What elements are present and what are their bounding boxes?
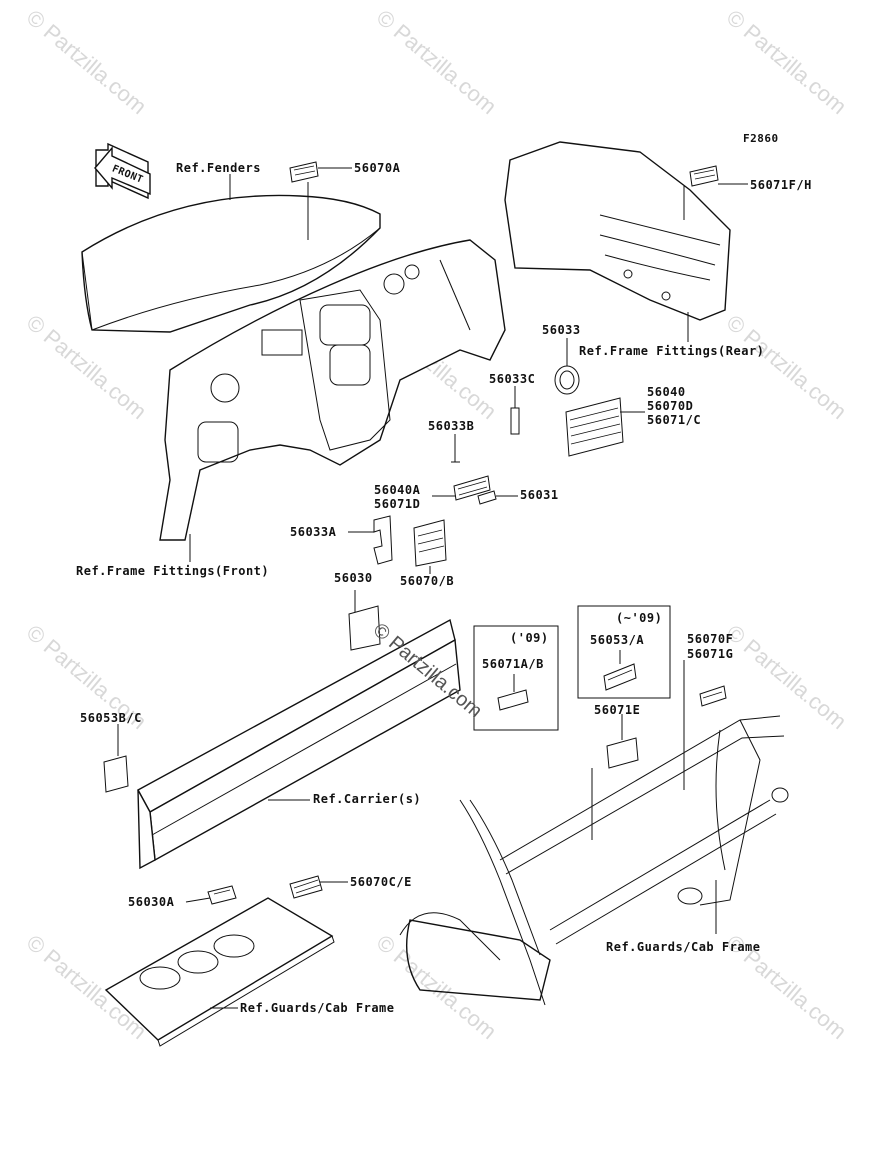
ref-fenders-label: Ref.Fenders	[176, 161, 261, 175]
part-label-56070CE: 56070C/E	[350, 875, 412, 889]
decal-56031	[477, 490, 497, 505]
part-labels: Ref.Fenders 56070A 56071F/H Ref.Frame Fi…	[76, 161, 812, 1015]
leader-lines	[117, 167, 748, 1009]
figure-code: F2860	[743, 132, 779, 145]
part-label-56070F: 56070F	[687, 632, 733, 646]
part-label-56033C: 56033C	[489, 372, 535, 386]
ref-guards-bottom-label: Ref.Guards/Cab Frame	[240, 1001, 395, 1015]
decal-56070CE	[289, 875, 323, 899]
part-label-56070D: 56070D	[647, 399, 693, 413]
decal-56040A	[453, 475, 491, 501]
part-label-56033B: 56033B	[428, 419, 474, 433]
ref-carrier-label: Ref.Carrier(s)	[313, 792, 421, 806]
decal-56070A	[289, 161, 319, 183]
part-label-56033: 56033	[542, 323, 581, 337]
rear-frame-panel	[504, 141, 731, 321]
decal-56070F	[699, 685, 727, 707]
decal-56053A	[603, 663, 637, 691]
decal-56033C	[510, 407, 520, 435]
watermark: © Partzilla.com	[372, 5, 502, 119]
part-label-56053BC: 56053B/C	[80, 711, 142, 725]
ref-guards-right-label: Ref.Guards/Cab Frame	[606, 940, 761, 954]
part-label-56030: 56030	[334, 571, 373, 585]
decal-56030A	[207, 885, 237, 905]
cab-frame	[399, 715, 789, 1006]
year-note-09: ('09)	[510, 631, 549, 645]
part-label-56031: 56031	[520, 488, 559, 502]
watermark: © Partzilla.com	[722, 620, 852, 734]
watermark: © Partzilla.com	[22, 5, 152, 119]
part-label-56071C: 56071/C	[647, 413, 701, 427]
decal-56071E	[606, 737, 639, 769]
decal-56033A	[373, 515, 393, 565]
dashboard-panel	[159, 239, 506, 541]
part-label-56071D: 56071D	[374, 497, 420, 511]
part-label-56040A: 56040A	[374, 483, 421, 497]
decal-56070B	[413, 519, 447, 567]
part-label-56071E: 56071E	[594, 703, 640, 717]
part-label-56071FH: 56071F/H	[750, 178, 812, 192]
part-label-56071AB: 56071A/B	[482, 657, 544, 671]
part-label-56033A: 56033A	[290, 525, 337, 539]
year-note-box-to-09	[577, 605, 671, 699]
ref-frame-front-label: Ref.Frame Fittings(Front)	[76, 564, 269, 578]
front-arrow-icon: FRONT	[94, 142, 151, 200]
part-label-56070B: 56070/B	[400, 574, 454, 588]
decal-56033	[554, 365, 580, 395]
watermark: © Partzilla.com	[722, 5, 852, 119]
part-label-56070A: 56070A	[354, 161, 401, 175]
fender-panel	[81, 194, 381, 333]
ref-frame-rear-label: Ref.Frame Fittings(Rear)	[579, 344, 764, 358]
floor-guard-plate	[104, 897, 335, 1047]
part-label-56030A: 56030A	[128, 895, 175, 909]
watermark: © Partzilla.com	[372, 930, 502, 1044]
year-note-box-09	[473, 625, 559, 731]
watermark: © Partzilla.com	[722, 310, 852, 424]
decal-56071AB	[497, 689, 529, 711]
decal-56040	[565, 397, 624, 457]
decal-56053BC	[103, 755, 129, 793]
year-note-to-09: (~'09)	[616, 611, 662, 625]
carrier	[137, 618, 461, 870]
part-label-56071G: 56071G	[687, 647, 733, 661]
decal-56030	[348, 605, 381, 651]
decal-56071FH	[689, 165, 719, 187]
part-label-56053A: 56053/A	[590, 633, 644, 647]
part-label-56040: 56040	[647, 385, 686, 399]
